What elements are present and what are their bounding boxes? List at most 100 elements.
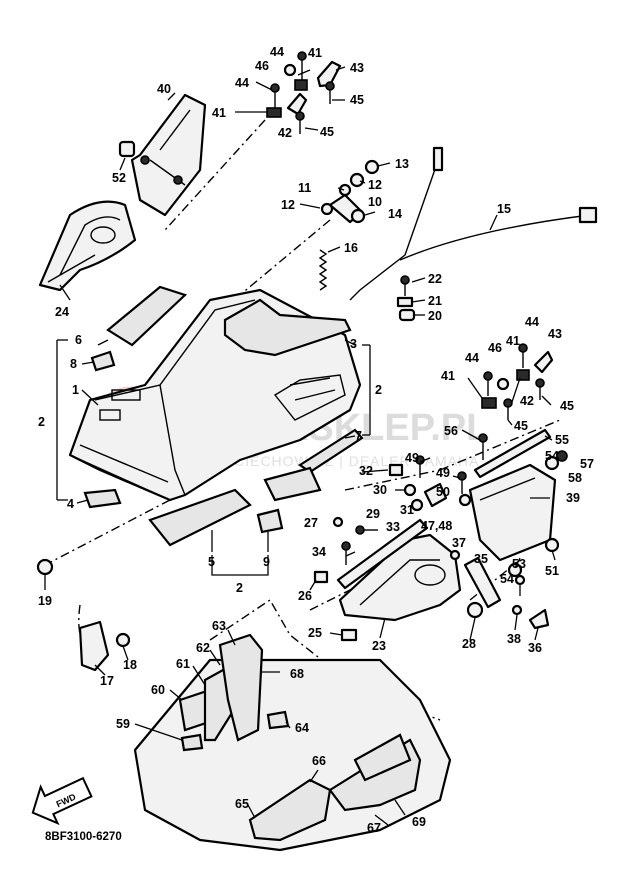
part-40-bracket	[130, 93, 207, 217]
callout: 36	[528, 641, 542, 655]
callout: 12	[368, 178, 382, 192]
callout: 44	[465, 351, 479, 365]
callout: 68	[290, 667, 304, 681]
callout: 49	[436, 466, 450, 480]
callout: 60	[151, 683, 165, 697]
callout: 57	[580, 457, 594, 471]
callout: 3	[350, 337, 357, 351]
callout: 7	[355, 429, 362, 443]
callout: 28	[462, 637, 476, 651]
left-small-parts	[36, 558, 358, 672]
parts-20-22	[396, 275, 416, 322]
callout: 45	[514, 419, 528, 433]
fwd-arrow-icon: FWD	[31, 776, 93, 826]
callout: 52	[112, 171, 126, 185]
alignment-line	[164, 119, 266, 231]
callout: 56	[444, 424, 458, 438]
part-code: 8BF3100-6270	[45, 831, 122, 843]
callout: 24	[55, 305, 69, 319]
callout: 49	[405, 451, 419, 465]
callout: 42	[520, 394, 534, 408]
callout: 53	[512, 557, 526, 571]
lower-fairing	[133, 633, 452, 852]
callout: 44	[235, 76, 249, 90]
callout: 4	[67, 497, 74, 511]
callout: 64	[295, 721, 309, 735]
part-55-strip	[473, 428, 552, 479]
part-52-nut	[118, 140, 136, 158]
callout: 32	[359, 464, 373, 478]
callout: 18	[123, 658, 137, 672]
watermark-subtitle: WOJCIECHOWICZ | DEALER YAMAHA	[200, 453, 479, 469]
alignment-line	[469, 559, 521, 601]
callout: 46	[488, 341, 502, 355]
callout: 46	[255, 59, 269, 73]
callout: 22	[428, 272, 442, 286]
callout: 9	[263, 555, 270, 569]
callout: 20	[428, 309, 442, 323]
callout: 34	[312, 545, 326, 559]
callout: 2	[38, 415, 45, 429]
callout: 43	[350, 61, 364, 75]
callout: 44	[270, 45, 284, 59]
callout: 41	[441, 369, 455, 383]
callout: 29	[366, 507, 380, 521]
callout: 35	[474, 552, 488, 566]
upper-fastener-cluster	[266, 51, 342, 134]
part-15-cable	[349, 146, 598, 301]
callout: 54	[500, 572, 514, 586]
callout: 43	[548, 327, 562, 341]
callout: 58	[568, 471, 582, 485]
leader-lines	[44, 66, 556, 826]
alignment-line	[44, 499, 171, 566]
callout: 40	[157, 82, 171, 96]
callout: 31	[400, 503, 414, 517]
callout: 66	[312, 754, 326, 768]
center-fasteners	[332, 455, 472, 565]
callout: 2	[375, 383, 382, 397]
callout: 15	[497, 202, 511, 216]
callout: 33	[386, 520, 400, 534]
part-35-strip	[463, 556, 502, 609]
alignment-line	[344, 469, 441, 491]
callout: 30	[373, 483, 387, 497]
callout: 55	[555, 433, 569, 447]
callout: 62	[196, 641, 210, 655]
callout: 14	[388, 207, 402, 221]
alignment-line	[439, 419, 561, 471]
callout: 51	[545, 564, 559, 578]
callout: 10	[368, 195, 382, 209]
callout: 47,48	[421, 519, 452, 533]
callout: 37	[452, 536, 466, 550]
callout: 21	[428, 294, 442, 308]
callout: 17	[100, 674, 114, 688]
callout: 23	[372, 639, 386, 653]
callout: 39	[566, 491, 580, 505]
callout: 16	[344, 241, 358, 255]
linkage-parts	[320, 159, 380, 224]
callout: 11	[298, 181, 311, 195]
part-16-spring	[318, 249, 328, 291]
right-fastener-cluster	[478, 343, 568, 471]
callout: 45	[350, 93, 364, 107]
callout: 5	[208, 555, 215, 569]
callout: 27	[304, 516, 318, 530]
callout: 25	[308, 626, 322, 640]
callout: 41	[212, 106, 226, 120]
callout: 44	[525, 315, 539, 329]
right-small-parts	[449, 537, 560, 630]
callout: 69	[412, 815, 426, 829]
callout: 41	[506, 334, 520, 348]
callout: 67	[367, 821, 381, 835]
callout: 50	[436, 485, 450, 499]
callout: 63	[212, 619, 226, 633]
callout: 26	[298, 589, 312, 603]
callout: 54	[545, 449, 559, 463]
callout: 42	[278, 126, 292, 140]
callout: 12	[281, 198, 295, 212]
callout: 38	[507, 632, 521, 646]
callout: 61	[176, 657, 190, 671]
callout-labels: 44 41 46 43 44 45 41 42 45 40 52 13 11 1…	[38, 45, 594, 835]
part-24-housing	[38, 200, 137, 292]
part-23-shroud	[336, 518, 462, 622]
